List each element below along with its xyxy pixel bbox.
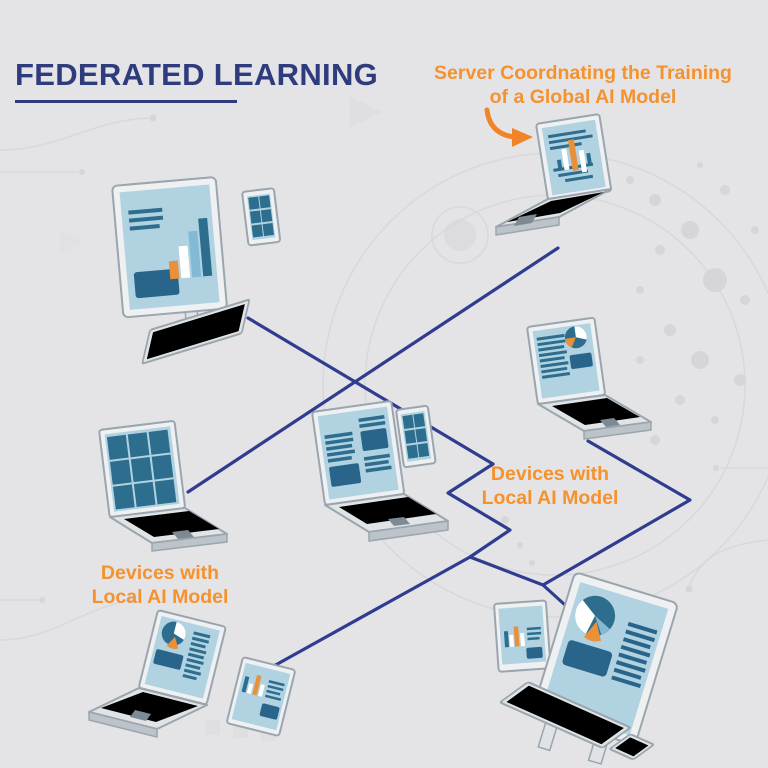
right-devices-label-line2: Local AI Model bbox=[481, 487, 619, 509]
right-devices-label: Devices with Local AI Model bbox=[446, 462, 654, 510]
bottom-right-tablet bbox=[493, 599, 552, 673]
server-laptop bbox=[495, 113, 612, 236]
title-underline bbox=[15, 100, 237, 103]
bottom-left-laptop bbox=[88, 609, 227, 738]
left-middle-laptop bbox=[98, 420, 228, 552]
left-devices-label: Devices with Local AI Model bbox=[58, 561, 262, 609]
server-label-line2: of a Global AI Model bbox=[489, 86, 677, 108]
left-devices-label-line2: Local AI Model bbox=[91, 586, 229, 608]
top-left-tablet bbox=[241, 187, 281, 247]
connection-lines bbox=[186, 246, 692, 674]
bottom-right-keyboard bbox=[499, 681, 655, 760]
server-label-line1: Server Coordnating the Training bbox=[434, 62, 732, 84]
dot-pattern bbox=[501, 162, 759, 566]
title-block: FEDERATED LEARNING bbox=[15, 57, 378, 103]
server-label: Server Coordnating the Training of a Glo… bbox=[408, 61, 758, 109]
center-laptop bbox=[311, 400, 449, 542]
server-arrow-icon bbox=[484, 107, 533, 147]
left-devices-label-line1: Devices with bbox=[100, 562, 220, 584]
right-devices-label-line1: Devices with bbox=[490, 463, 610, 485]
right-middle-laptop bbox=[526, 316, 652, 440]
top-left-keyboard bbox=[141, 298, 250, 365]
page-title: FEDERATED LEARNING bbox=[15, 57, 379, 92]
center-tablet bbox=[395, 404, 437, 469]
bottom-left-tablet bbox=[226, 656, 296, 737]
